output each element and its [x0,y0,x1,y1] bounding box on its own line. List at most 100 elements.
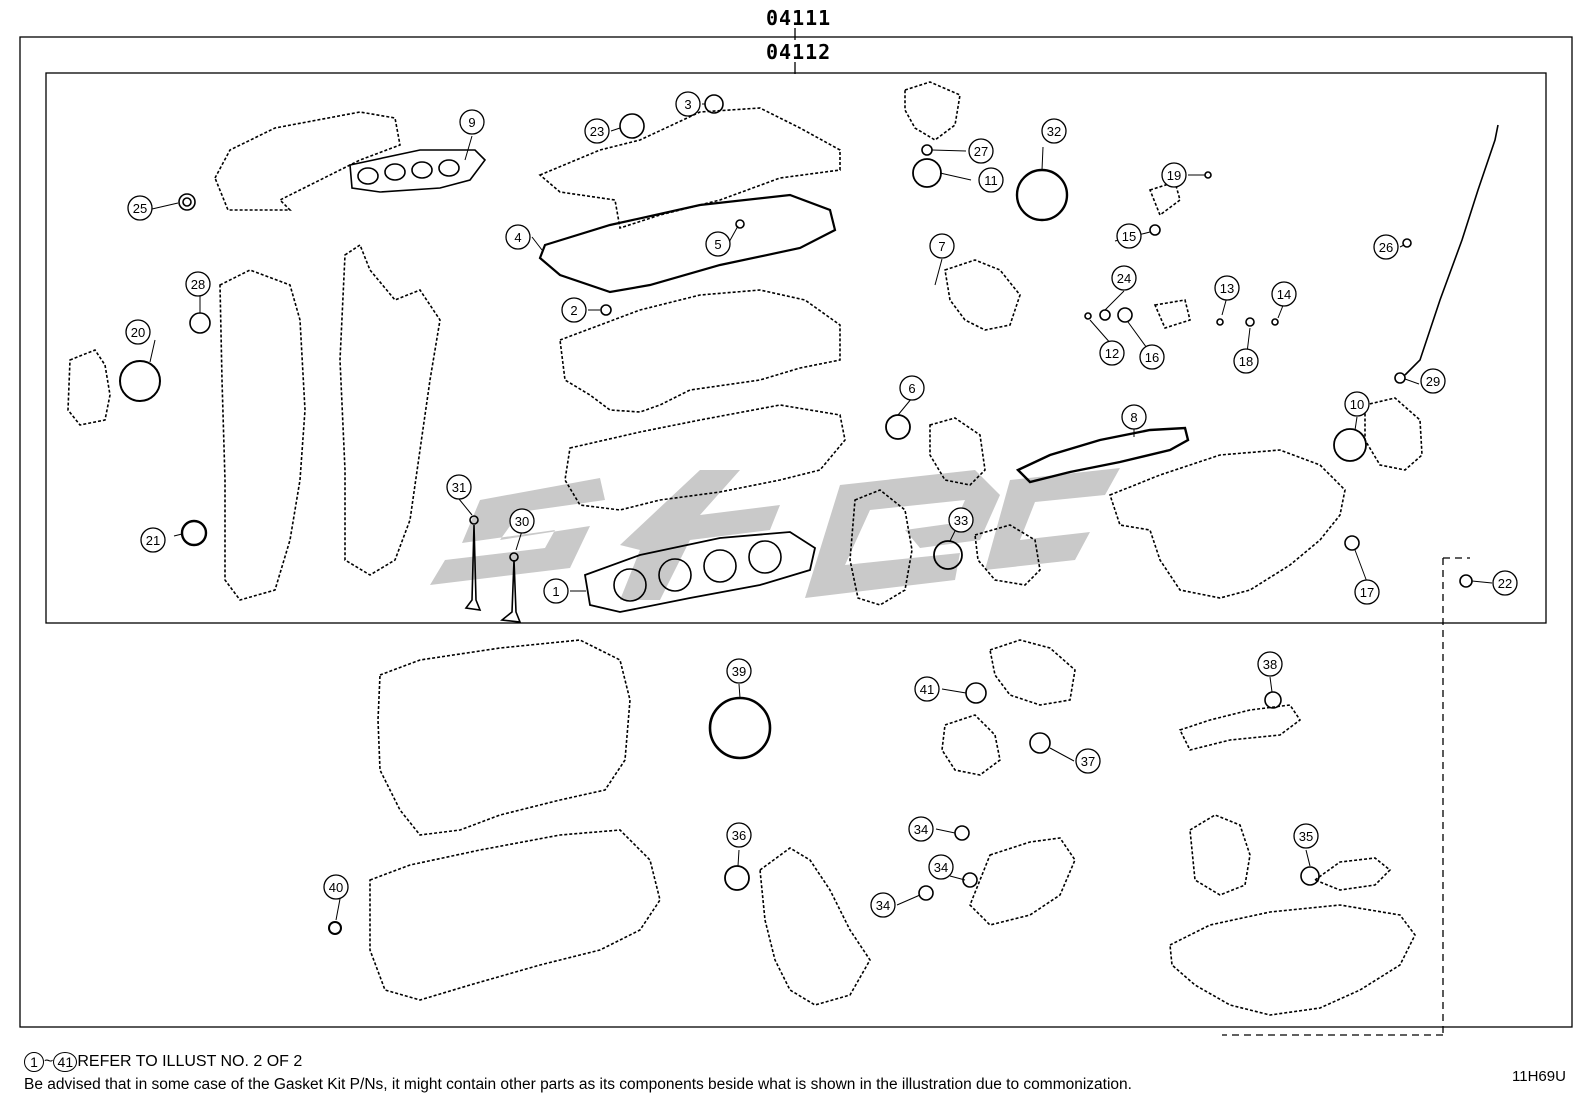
callout-number: 36 [732,828,746,843]
callout-9: 9 [459,109,485,135]
cylinder-block [377,639,631,836]
callout-36: 36 [726,822,752,848]
outer-kit-frame [19,36,1573,1028]
callout-7: 7 [929,233,955,259]
callout-19: 19 [1161,162,1187,188]
callout-number: 5 [714,237,721,252]
callout-number: 13 [1220,281,1234,296]
cylinder-head [559,289,841,413]
callout-number: 31 [452,480,466,495]
cylinder-head-gasket [583,531,817,613]
oil-pump-cover [67,349,111,426]
camshaft-housing [564,404,846,511]
callout-4: 4 [505,224,531,250]
callout-6: 6 [899,375,925,401]
callout-number: 4 [514,230,521,245]
callout-number: 37 [1081,754,1095,769]
refer-text: REFER TO ILLUST NO. 2 OF 2 [77,1053,303,1071]
exhaust-manifold-gasket [349,149,487,193]
callout-21: 21 [140,527,166,553]
callout-40: 40 [323,874,349,900]
callout-14: 14 [1271,281,1297,307]
callout-11: 11 [978,167,1004,193]
egr-pipe [941,714,1001,776]
kit-code-inner: 04112 [766,40,832,64]
callout-10: 10 [1344,391,1370,417]
timing-cover-right [339,243,441,576]
intake-valve [464,524,482,611]
callout-number: 30 [515,514,529,529]
timing-cover-left [219,269,306,601]
callout-number: 9 [468,115,475,130]
callout-13: 13 [1214,275,1240,301]
crankcase [369,829,661,1001]
callout-number: 38 [1263,657,1277,672]
kit-frames [19,28,1573,1036]
sensor-bracket-2 [1153,299,1191,329]
callout-25: 25 [127,195,153,221]
callout-number: 2 [570,303,577,318]
callout-number: 25 [133,201,147,216]
part-outlines [67,81,1423,1016]
thermostat-housing [929,417,986,486]
kit-code-outer: 04111 [766,6,832,30]
callout-39: 39 [726,658,752,684]
range-start-callout: 1 [24,1052,44,1072]
callout-37: 37 [1075,748,1101,774]
callout-number: 6 [908,381,915,396]
callout-number: 24 [1117,271,1131,286]
callout-1: 1 [543,578,569,604]
callout-number: 18 [1239,354,1253,369]
throttle-body [849,489,913,606]
callout-number: 12 [1105,346,1119,361]
oil-pipe [1178,704,1302,751]
callout-34: 34 [928,854,954,880]
rear-oil-seal-39 [708,696,772,760]
range-end-callout: 41 [53,1052,78,1072]
callout-20: 20 [125,319,151,345]
callout-number: 28 [191,277,205,292]
exhaust-valve [499,559,522,623]
callout-29: 29 [1420,368,1446,394]
callout-number: 40 [329,880,343,895]
callout-26: 26 [1373,234,1399,260]
callout-number: 3 [684,97,691,112]
oil-pan [1169,904,1416,1016]
callout-number: 41 [920,682,934,697]
callout-8: 8 [1121,404,1147,430]
callout-number: 32 [1047,124,1061,139]
callout-2: 2 [561,297,587,323]
exhaust-manifold [214,111,401,211]
callout-27: 27 [968,138,994,164]
callout-41: 41 [914,676,940,702]
inner-kit-frame [45,72,1547,624]
throttle-body-pipe [974,524,1041,586]
callout-5: 5 [705,231,731,257]
callout-28: 28 [185,271,211,297]
callout-24: 24 [1111,265,1137,291]
advisory-note: Be advised that in some case of the Gask… [24,1076,1132,1093]
callout-18: 18 [1233,348,1259,374]
callout-30: 30 [509,508,535,534]
lower-timing-cover [759,847,871,1006]
callout-number: 19 [1167,168,1181,183]
callout-16: 16 [1139,344,1165,370]
intake-manifold-gasket [1015,426,1190,484]
callout-number: 33 [954,513,968,528]
oil-filler-housing [1364,397,1423,471]
callout-number: 26 [1379,240,1393,255]
callout-number: 7 [938,239,945,254]
water-bypass [969,837,1076,926]
rear-oil-seal-32 [1015,168,1069,222]
callout-number: 22 [1498,576,1512,591]
callout-12: 12 [1099,340,1125,366]
callout-number: 34 [934,860,948,875]
illustration-code: 11H69U [1512,1068,1566,1085]
filler-tube [1313,857,1392,891]
callout-number: 21 [146,533,160,548]
callout-number: 10 [1350,397,1364,412]
callout-number: 34 [876,898,890,913]
callout-38: 38 [1257,651,1283,677]
